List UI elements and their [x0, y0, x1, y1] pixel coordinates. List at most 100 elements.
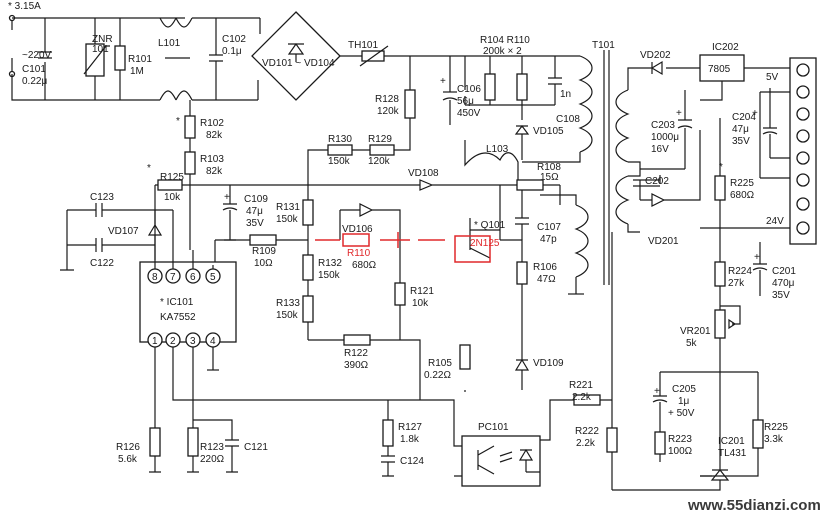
output-connector: 24V — [720, 57, 817, 245]
r101-label: R101 — [128, 54, 152, 65]
r103-label: R103 — [200, 154, 224, 165]
ic101-pin3: 3 — [190, 336, 196, 347]
tl431-section: + C205 1μ + 50V R223 100Ω IC201 TL431 R2… — [612, 371, 788, 491]
ic202-part: 7805 — [708, 64, 731, 75]
r125-label: R125 — [160, 172, 184, 183]
vd109-label: VD109 — [533, 358, 564, 369]
r103-value: 82k — [206, 166, 223, 177]
c204-plus: + — [752, 108, 758, 119]
watermark: www.55dianzi.com — [687, 497, 821, 514]
c102-capacitor — [209, 18, 223, 100]
r102-star: * — [176, 116, 180, 127]
r225b-value: 3.3k — [764, 434, 784, 445]
znr-value: 101 — [92, 44, 109, 55]
c109-plus: + — [224, 192, 230, 203]
t101-primary: T101 — [522, 40, 615, 295]
r224-label: R224 — [728, 266, 752, 277]
c107-value: 47p — [540, 234, 557, 245]
r221-label: R221 — [569, 380, 593, 391]
c108-value: 1n — [560, 89, 571, 100]
r122-value: 390Ω — [344, 360, 369, 371]
gate-resistors: R109 10Ω R132 150k 680Ω — [214, 234, 377, 281]
pc101-label: PC101 — [478, 422, 509, 433]
r101-value: 1M — [130, 66, 144, 77]
r127-value: 1.8k — [400, 434, 420, 445]
r105-value: 0.22Ω — [424, 370, 451, 381]
bottom-components: R126 5.6k R123 220Ω C121 R127 1.8k C124 — [116, 400, 424, 477]
c205-plus: + — [654, 386, 660, 397]
r102-value: 82k — [206, 130, 223, 141]
bridge-rectifier: VD101 ~ VD104 — [251, 11, 362, 101]
c201-value: 470μ — [772, 278, 795, 289]
v5-label: 5V — [766, 72, 779, 83]
ic101-pin6: 6 — [190, 272, 196, 283]
c202-label: C202 — [645, 176, 669, 187]
vd105-label: VD105 — [533, 126, 564, 137]
c106-capacitor: + C106 56μ 450V — [440, 56, 481, 125]
c106-value: 56μ — [457, 96, 474, 107]
r225b-label: R225 — [764, 422, 788, 433]
c109-label: C109 — [244, 194, 268, 205]
th101-label: TH101 — [348, 40, 378, 51]
c203-plus: + — [676, 108, 682, 119]
q101-label: * Q101 — [474, 220, 506, 231]
c123-label: C123 — [90, 192, 114, 203]
c124-label: C124 — [400, 456, 424, 467]
c203-capacitor: + C203 1000μ 16V — [651, 90, 693, 169]
c205-voltage: + 50V — [668, 408, 695, 419]
r223-label: R223 — [668, 434, 692, 445]
ic101-pin8: 8 — [152, 272, 158, 283]
th101-thermistor: TH101 — [348, 40, 580, 67]
r133-value: 150k — [276, 310, 299, 321]
fuse-label: * 3.15A — [8, 1, 41, 12]
ic201-part: TL431 — [718, 448, 747, 459]
r127-label: R127 — [398, 422, 422, 433]
r110-label: R110 — [347, 248, 371, 259]
r123-label: R123 — [200, 442, 224, 453]
bridge-label: VD101 ~ VD104 — [262, 58, 335, 69]
l101-label: L101 — [158, 38, 181, 49]
r128-label: R128 — [375, 94, 399, 105]
c121-label: C121 — [244, 442, 268, 453]
ic101-pin4: 4 — [210, 336, 216, 347]
vd108-label: VD108 — [408, 168, 439, 179]
c107-label: C107 — [537, 222, 561, 233]
r130-value: 150k — [328, 156, 351, 167]
c122-label: C122 — [90, 258, 114, 269]
c201-plus: + — [754, 252, 760, 263]
r222-value: 2.2k — [576, 438, 596, 449]
vr201-value: 5k — [686, 338, 698, 349]
r121-value: 10k — [412, 298, 429, 309]
r102-label: R102 — [200, 118, 224, 129]
r224-value: 27k — [728, 278, 745, 289]
r130-label: R130 — [328, 134, 352, 145]
snubber-network: R104 R110 200k × 2 1n C108 VD105 — [464, 35, 580, 160]
vr201-label: VR201 — [680, 326, 711, 337]
r123-value: 220Ω — [200, 454, 225, 465]
r128-value: 120k — [377, 106, 400, 117]
c109-voltage: 35V — [246, 218, 264, 229]
c101-label: C101 — [22, 64, 46, 75]
ic201-label: IC201 — [718, 436, 745, 447]
ic101-part: KA7552 — [160, 312, 196, 323]
c204-value: 47μ — [732, 124, 749, 135]
r121-label: R121 — [410, 286, 434, 297]
c201-voltage: 35V — [772, 290, 790, 301]
r122-label: R122 — [344, 348, 368, 359]
r126-label: R126 — [116, 442, 140, 453]
vd202-label: VD202 — [640, 50, 671, 61]
r104-label: R104 R110 — [480, 35, 530, 46]
ic101-pin7: 7 — [170, 272, 176, 283]
r223-value: 100Ω — [668, 446, 693, 457]
l101-choke: L101 — [158, 17, 260, 101]
ic202-regulator: IC202 7805 5V — [699, 42, 790, 101]
r225a-label: R225 — [730, 178, 754, 189]
vcc-supply: * R125 10k + C109 47μ 35V VD108 — [147, 163, 540, 260]
r106-value: 47Ω — [537, 274, 556, 285]
r225a-star: * — [719, 162, 723, 173]
znr-label: ZNR — [92, 34, 113, 45]
c106-voltage: 450V — [457, 108, 481, 119]
c204-label: C204 — [732, 112, 756, 123]
timing-network: C123 VD107 C122 — [60, 192, 174, 271]
ic202-label: IC202 — [712, 42, 739, 53]
